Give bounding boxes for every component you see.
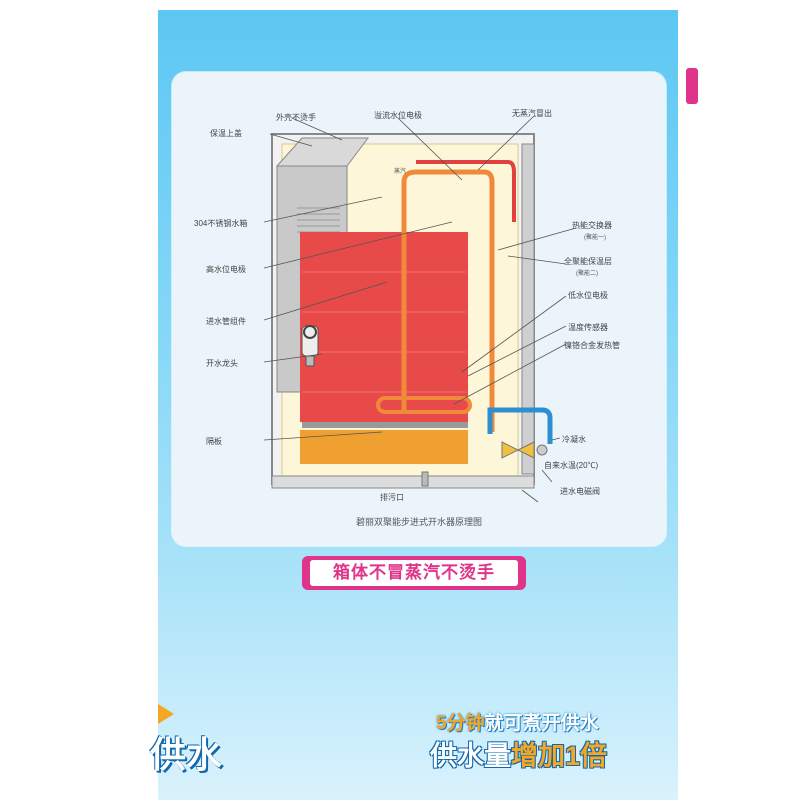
base xyxy=(272,476,534,488)
promo-line-1-rest: 就可煮开供水 xyxy=(485,713,599,734)
left-partial-headline: 供水 xyxy=(150,726,222,778)
label-low-level-probe: 低水位电极 xyxy=(568,290,608,301)
bottom-water xyxy=(300,430,468,464)
drain-pipe xyxy=(422,472,428,486)
label-heat-exchanger-note: (聚能一) xyxy=(584,232,606,241)
label-temp-sensor: 温度传感器 xyxy=(568,322,608,333)
orange-arrow-icon xyxy=(158,704,174,724)
feature-banner: 箱体不冒蒸汽不烫手 xyxy=(302,556,526,590)
promo-line-1-highlight: 5分钟 xyxy=(436,713,485,734)
label-insulation-top: 保温上盖 xyxy=(210,128,242,139)
label-inlet-assembly: 进水管组件 xyxy=(206,316,246,327)
label-high-level-probe: 高水位电极 xyxy=(206,264,246,275)
promo-line-2-start: 供水量 xyxy=(430,741,511,771)
label-steam-small: 蒸汽 xyxy=(394,166,406,175)
divider-plate xyxy=(302,422,468,428)
label-cold-water: 冷凝水 xyxy=(562,434,586,445)
label-drain: 排污口 xyxy=(380,492,404,503)
label-tap: 开水龙头 xyxy=(206,358,238,369)
promo-line-2-highlight: 增加1倍 xyxy=(511,741,607,771)
label-full-insulation-note: (聚能二) xyxy=(576,268,598,277)
label-heat-exchanger: 热能交换器 xyxy=(572,220,612,231)
label-divider: 隔板 xyxy=(206,436,222,447)
diagram-caption: 碧丽双聚能步进式开水器原理图 xyxy=(172,515,666,528)
feature-banner-text: 箱体不冒蒸汽不烫手 xyxy=(310,560,518,586)
label-shell-no-burn: 外壳不烫手 xyxy=(276,112,316,123)
promo-line-1: 5分钟就可煮开供水 xyxy=(436,708,599,735)
right-column xyxy=(522,144,534,474)
label-tank-304: 304不锈钢水箱 xyxy=(194,218,247,229)
label-overflow-probe: 溢流水位电极 xyxy=(374,110,422,121)
label-steam-outlet: 无蒸汽冒出 xyxy=(512,108,552,119)
hot-water xyxy=(300,232,468,422)
diagram-card: 外壳不烫手 保温上盖 溢流水位电极 无蒸汽冒出 蒸汽 304不锈钢水箱 高水位电… xyxy=(172,72,666,546)
label-full-insulation: 全聚能保温层 xyxy=(564,256,612,267)
promo-line-2: 供水量增加1倍 xyxy=(430,734,607,773)
label-heating-tube: 镍铬合金发热管 xyxy=(564,340,620,351)
label-tap-water-temp: 自来水温(20℃) xyxy=(544,460,598,471)
label-inlet-valve: 进水电磁阀 xyxy=(560,486,600,497)
pink-edge-strip xyxy=(686,68,698,104)
